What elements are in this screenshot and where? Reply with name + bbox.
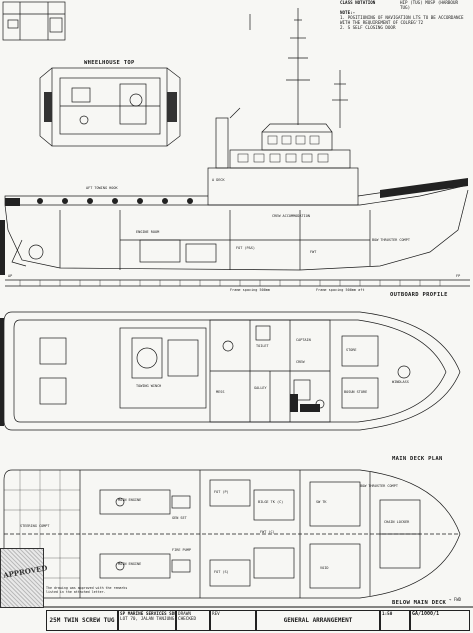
label-galley: GALLEY	[254, 386, 267, 390]
view-label-outboard-profile: OUTBOARD PROFILE	[390, 292, 448, 298]
drawn-cell: DRAWN CHECKED	[176, 610, 210, 631]
label-towing-winch: TOWING WINCH	[136, 384, 162, 388]
label-aft-towing-hook: AFT TOWING HOOK	[86, 186, 118, 190]
note-title: NOTE:-	[340, 10, 356, 15]
label-main-engine-p: MAIN ENGINE	[118, 498, 142, 502]
class-notation-label: CLASS NOTATION	[340, 0, 376, 5]
outboard-profile	[4, 107, 470, 287]
label-toilet: TOILET	[256, 344, 269, 348]
yard-address: LOT 70, JALAN TANJUNG KIDURONG	[120, 617, 175, 622]
label-frame-spacing-1: Frame spacing 500mm	[230, 288, 271, 292]
label-windlass: WINDLASS	[392, 380, 409, 384]
label-bosun-store: BOSUN STORE	[344, 390, 368, 394]
label-bow-thruster-profile: BOW THRUSTER COMPT	[372, 238, 410, 242]
direction-indicator: → FWD	[449, 597, 469, 607]
view-label-main-deck-plan: MAIN DECK PLAN	[392, 456, 443, 462]
main-deck-fenders	[0, 318, 320, 426]
note-1: 1. POSITIONING OF NAVIGATION LTS TO BE A…	[340, 15, 464, 25]
direction-label: FWD	[453, 597, 462, 602]
vessel-name: 25M TWIN SCREW TUG	[46, 610, 118, 631]
label-frame-spacing-2: Frame spacing 500mm aft	[316, 288, 365, 292]
label-bow-thruster-below: BOW THRUSTER COMPT	[360, 484, 398, 488]
label-mess: MESS	[216, 390, 225, 394]
notes-block: CLASS NOTATION HIP (TUG) MOSP (HARBOUR T…	[340, 0, 473, 40]
label-fwt-profile: FWT	[310, 250, 317, 254]
title-block: 25M TWIN SCREW TUG SP MARINE SERVICES SD…	[0, 608, 473, 633]
drawing-title: GENERAL ARRANGEMENT	[256, 610, 380, 631]
label-fot-p: FOT (P)	[214, 490, 229, 494]
scale-value: 1:50	[382, 612, 393, 617]
label-fot-s: FOT (S)	[214, 570, 229, 574]
approval-note: The drawing was approved with the remark…	[46, 586, 128, 594]
label-captain: CAPTAIN	[296, 338, 311, 342]
label-fwt-c: FWT (C)	[260, 530, 275, 534]
checked-label: CHECKED	[178, 617, 197, 622]
label-bilge: BILGE TK (C)	[258, 500, 284, 504]
class-notation-value: HIP (TUG) MOSP (HARBOUR TUG)	[400, 0, 458, 10]
yard-name: SP MARINE SERVICES SDN BHD	[120, 612, 175, 617]
label-fot-profile: FOT (P&S)	[236, 246, 255, 250]
note-2: 2. S SELF CLOSING DOOR	[340, 25, 396, 30]
approval-stamp: APPROVED	[0, 548, 48, 608]
revision-cell: REV	[210, 610, 256, 631]
label-void: VOID	[320, 566, 329, 570]
below-main-deck-plan	[3, 469, 461, 599]
drawing-number: GA/1000/1	[412, 611, 440, 617]
label-crew: CREW	[296, 360, 305, 364]
main-deck-plan	[3, 311, 461, 431]
label-a-deck: A DECK	[212, 178, 225, 182]
rev-label: REV	[212, 612, 220, 617]
label-chain-locker: CHAIN LOCKER	[384, 520, 410, 524]
stamp-text: APPROVED	[2, 563, 49, 580]
scale-cell: 1:50	[380, 610, 410, 631]
label-fp: FP	[456, 274, 461, 278]
label-store: STORE	[346, 348, 357, 352]
mast-detail	[249, 8, 348, 128]
yard-cell: SP MARINE SERVICES SDN BHD LOT 70, JALAN…	[118, 610, 176, 631]
arrow-right-icon: →	[449, 597, 452, 602]
view-label-wheelhouse-top: WHEELHOUSE TOP	[84, 60, 135, 66]
drawn-label: DRAWN	[178, 612, 191, 617]
label-main-engine-s: MAIN ENGINE	[118, 562, 142, 566]
profile-fenders	[0, 178, 468, 275]
label-gen-set: GEN SET	[172, 516, 187, 520]
view-label-below-main-deck: BELOW MAIN DECK	[392, 600, 447, 606]
wheelhouse-top-plan	[2, 1, 181, 147]
label-crew-accommodation: CREW ACCOMMODATION	[272, 214, 310, 218]
label-sw-tk: SW TK	[316, 500, 327, 504]
label-engine-room: ENGINE ROOM	[136, 230, 160, 234]
label-ap: AP	[8, 274, 13, 278]
drawing-number-cell: GA/1000/1	[410, 610, 470, 631]
label-fire-pump: FIRE PUMP	[172, 548, 191, 552]
label-steering: STEERING COMPT	[20, 524, 50, 528]
